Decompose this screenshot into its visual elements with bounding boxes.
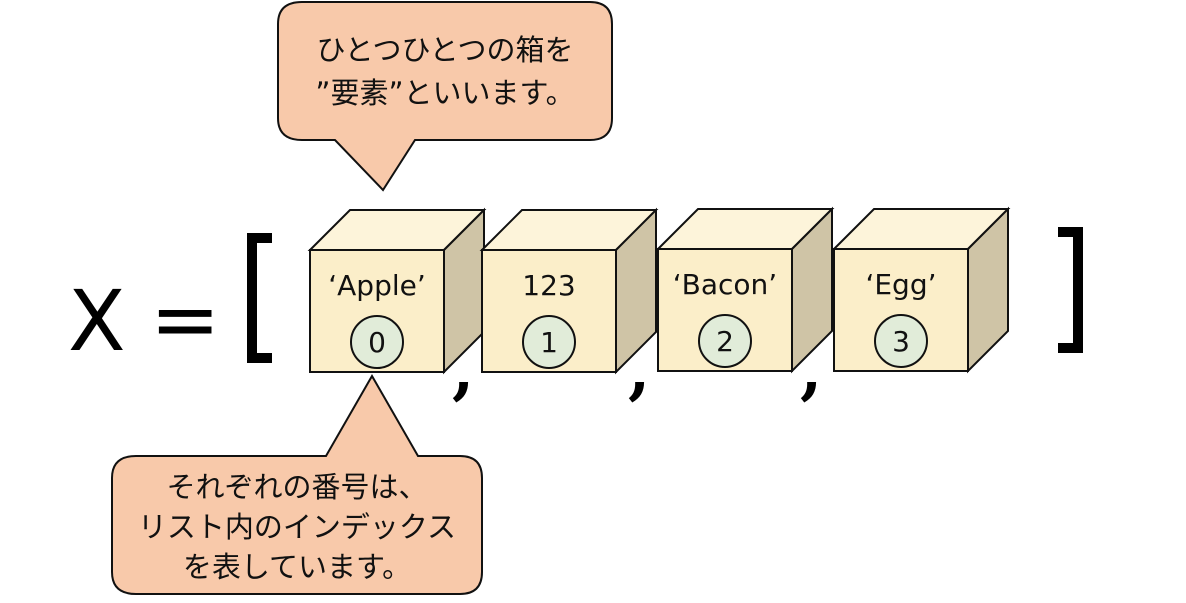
element-value: 123 (522, 269, 575, 302)
equals-sign: = (150, 270, 220, 368)
element-value: ‘Egg’ (865, 268, 936, 301)
element-index: 1 (540, 326, 558, 359)
element-index: 0 (368, 326, 386, 359)
element-callout-line-1: ひとつひとつの箱を (317, 33, 574, 67)
index-circle (522, 315, 576, 369)
index-circle (350, 315, 404, 369)
index-callout-bubble (111, 373, 483, 595)
element-index: 2 (716, 325, 734, 358)
index-circle (698, 314, 752, 368)
index-callout-line-2: リスト内のインデックス (138, 510, 456, 544)
separator-comma-2: , (628, 333, 650, 408)
element-value: ‘Bacon’ (673, 268, 777, 301)
element-index: 3 (892, 325, 910, 358)
list-element-0: ‘Apple’ 0 (307, 207, 487, 375)
close-bracket (1058, 227, 1083, 353)
element-callout-bubble (277, 1, 613, 192)
separators: , , , (452, 333, 822, 408)
index-circle (874, 314, 928, 368)
list-element-2: ‘Bacon’ 2 (655, 206, 835, 374)
list-elements: ‘Apple’ 0 123 1 ‘Bacon’ 2 ‘Egg’ 3 (307, 206, 1011, 375)
separator-comma-1: , (452, 333, 474, 408)
index-callout-line-1: それぞれの番号は、 (166, 470, 427, 504)
list-element-3: ‘Egg’ 3 (831, 206, 1011, 374)
index-callout-line-3: を表しています。 (183, 550, 411, 584)
list-element-1: 123 1 (479, 207, 659, 375)
index-callout: それぞれの番号は、 リスト内のインデックス を表しています。 (111, 373, 483, 595)
variable-name: X (68, 272, 126, 370)
element-callout: ひとつひとつの箱を ”要素”といいます。 (277, 1, 613, 192)
separator-comma-3: , (800, 333, 822, 408)
open-bracket (247, 233, 272, 363)
element-value: ‘Apple’ (328, 269, 426, 302)
element-callout-line-2: ”要素”といいます。 (315, 76, 574, 110)
